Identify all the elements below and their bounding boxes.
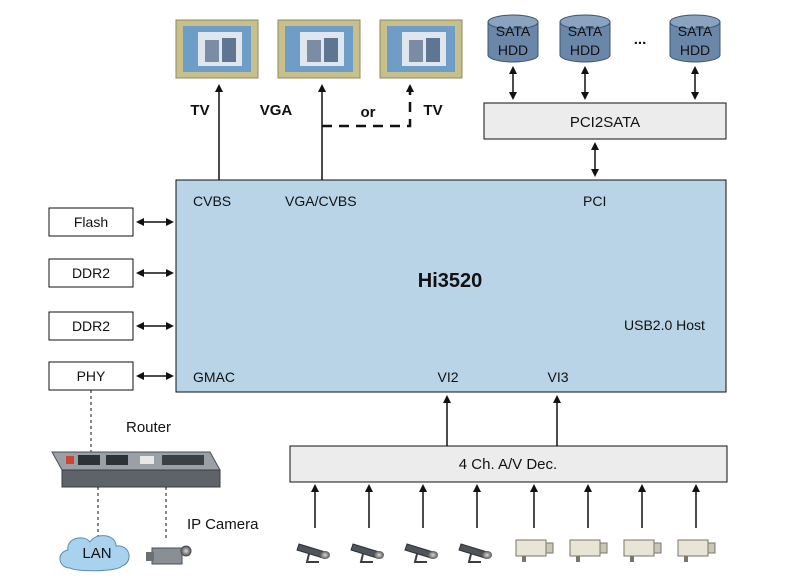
- box-camera-3-icon: [623, 539, 662, 562]
- monitor-tv-right: [379, 19, 463, 79]
- router-label: Router: [126, 419, 171, 436]
- hdd-2-line1: SATA: [568, 23, 603, 39]
- label-vga: VGA: [260, 102, 293, 119]
- hdd-2-line2: HDD: [570, 42, 600, 58]
- tv-alternative-dashed-line: [322, 84, 414, 128]
- sata-hdd-3: SATA HDD: [669, 14, 721, 63]
- ddr2-a-box: [48, 258, 134, 288]
- label-tv-right: TV: [423, 102, 442, 119]
- hi3520-chip: [175, 179, 727, 393]
- sata-hdd-2: SATA HDD: [559, 14, 611, 63]
- phy-label: PHY: [77, 368, 106, 384]
- hdd-3-line1: SATA: [678, 23, 713, 39]
- monitor-vga: [277, 19, 361, 79]
- lan-label: LAN: [82, 545, 111, 562]
- chip-name: Hi3520: [418, 270, 483, 292]
- box-camera-1-icon: [515, 539, 554, 562]
- ip-camera-icon: [146, 545, 192, 565]
- hdd-1-line2: HDD: [498, 42, 528, 58]
- port-vi3: VI3: [547, 369, 568, 385]
- hdd-ellipsis: ...: [634, 31, 647, 48]
- port-gmac: GMAC: [193, 369, 235, 385]
- flash-box: [48, 207, 134, 237]
- flash-label: Flash: [74, 214, 108, 230]
- port-vi2: VI2: [437, 369, 458, 385]
- ddr2-b-label: DDR2: [72, 318, 110, 334]
- label-tv-left: TV: [190, 102, 209, 119]
- ip-camera-label: IP Camera: [187, 516, 259, 533]
- pci2sata-label: PCI2SATA: [570, 114, 640, 131]
- phy-box: [48, 361, 134, 391]
- av-decoder-box: [289, 445, 728, 483]
- analog-camera-3-icon: [404, 543, 438, 563]
- box-camera-4-icon: [677, 539, 716, 562]
- analog-camera-2-icon: [350, 543, 384, 563]
- port-cvbs: CVBS: [193, 193, 231, 209]
- port-pci: PCI: [583, 193, 606, 209]
- port-vga-cvbs: VGA/CVBS: [285, 193, 357, 209]
- box-camera-2-icon: [569, 539, 608, 562]
- analog-camera-4-icon: [458, 543, 492, 563]
- pci2sata-box: [483, 102, 727, 140]
- hdd-3-line2: HDD: [680, 42, 710, 58]
- ddr2-b-box: [48, 311, 134, 341]
- hdd-1-line1: SATA: [496, 23, 531, 39]
- port-usb: USB2.0 Host: [624, 317, 705, 333]
- monitor-tv-left: [175, 19, 259, 79]
- label-or: or: [361, 104, 376, 121]
- router-icon: [51, 451, 221, 488]
- av-decoder-label: 4 Ch. A/V Dec.: [459, 456, 557, 473]
- ddr2-a-label: DDR2: [72, 265, 110, 281]
- lan-cloud-icon: [59, 535, 130, 572]
- analog-camera-1-icon: [296, 543, 330, 563]
- sata-hdd-1: SATA HDD: [487, 14, 539, 63]
